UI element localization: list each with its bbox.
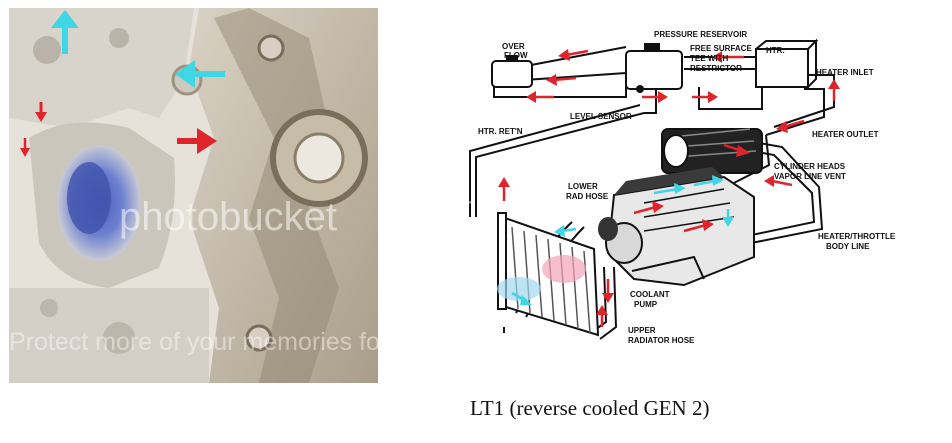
label-free-surface-tee: TEE WITH (690, 54, 728, 63)
watermark-slogan: Protect more of your memories for less! (394, 320, 437, 348)
label-upper-radiator-hose: UPPER (628, 326, 656, 335)
label-coolant-pump: PUMP (634, 300, 658, 309)
label-lower-rad-hose: RAD HOSE (566, 192, 609, 201)
label-cylinder-heads: CYLINDER HEADS (774, 162, 846, 171)
watermark-slogan: Protect more of your memories for less! (9, 328, 378, 356)
label-lower-rad-hose: LOWER (568, 182, 598, 191)
label-heater-throttle: HEATER/THROTTLE (818, 232, 896, 241)
label-htr-retn: HTR. RET'N (478, 127, 523, 136)
label-overflow: OVER (502, 42, 525, 51)
watermark-text: photobucket (119, 195, 337, 239)
label-vapor-line-vent: VAPOR LINE VENT (774, 172, 846, 181)
watermark-text: photobucket (394, 187, 472, 231)
label-coolant-pump: COOLANT (630, 290, 670, 299)
pressure-reservoir (626, 43, 682, 93)
label-overflow: FLOW (504, 51, 528, 60)
cooling-system-diagram: OVER FLOW PRESSURE RESERVOIR FREE SURFAC… (394, 17, 912, 357)
label-htr: HTR. (766, 46, 785, 55)
label-level-sensor: LEVEL SENSOR (570, 112, 632, 121)
label-free-surface-tee: RESTRICTOR (690, 64, 742, 73)
hot-tint (542, 255, 586, 283)
label-free-surface-tee: FREE SURFACE (690, 44, 752, 53)
label-heater-inlet: HEATER INLET (816, 68, 874, 77)
diagram-caption: LT1 (reverse cooled GEN 2) (470, 396, 709, 421)
label-heater-outlet: HEATER OUTLET (812, 130, 879, 139)
label-upper-radiator-hose: RADIATOR HOSE (628, 336, 695, 345)
label-pressure-reservoir: PRESSURE RESERVOIR (654, 30, 747, 39)
label-body-line: BODY LINE (826, 242, 870, 251)
engine-block-photo: photobucket Protect more of your memorie… (9, 8, 378, 383)
